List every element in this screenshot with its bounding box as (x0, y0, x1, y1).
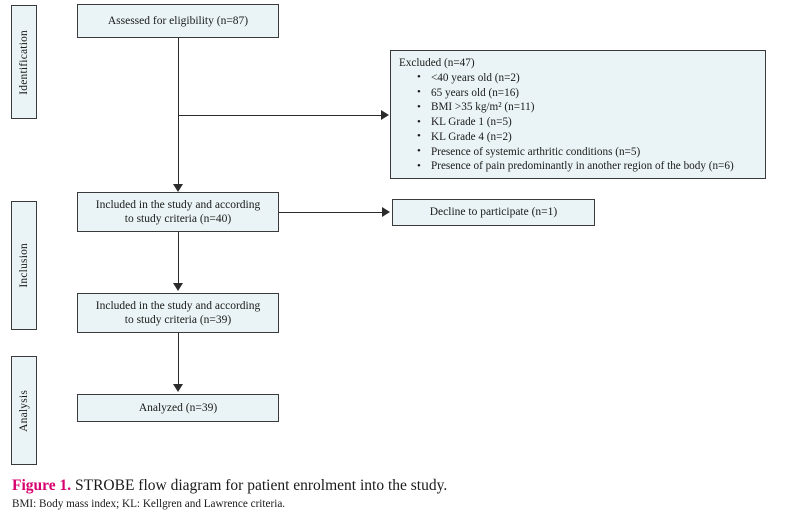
flow-box-assessed-label: Assessed for eligibility (n=87) (107, 14, 249, 27)
connector-assessed-to-included40 (177, 38, 180, 186)
connector-included40-to-decline (279, 211, 383, 214)
figure-caption-block: Figure 1. STROBE flow diagram for patien… (12, 477, 772, 511)
excluded-title: Excluded (n=47) (399, 57, 475, 69)
connector-assessed-to-excluded (178, 114, 382, 117)
flow-box-included-n40-line1: Included in the study and according (95, 198, 261, 211)
arrowhead-down-icon (173, 283, 183, 291)
figure-number-label: Figure 1. (12, 477, 72, 494)
flow-box-included-n39-text: Included in the study and according to s… (96, 299, 260, 328)
flow-box-decline-to-participate: Decline to participate (n=1) (392, 199, 595, 226)
arrowhead-right-icon (382, 207, 390, 217)
connector-included39-to-analyzed (177, 333, 180, 386)
flow-box-analyzed: Analyzed (n=39) (77, 394, 279, 422)
arrowhead-right-icon (381, 110, 389, 120)
figure-caption-main: Figure 1. STROBE flow diagram for patien… (12, 477, 772, 495)
stage-label-identification: Identification (18, 29, 30, 95)
flow-box-included-n40-line2: to study criteria (n=40) (124, 213, 232, 225)
excluded-reason-item: 65 years old (n=16) (417, 85, 759, 101)
connector-included40-to-included39 (177, 232, 180, 285)
excluded-reason-item: KL Grade 1 (n=5) (417, 115, 759, 130)
flow-box-assessed-for-eligibility: Assessed for eligibility (n=87) (77, 4, 279, 38)
flow-box-included-n40: Included in the study and according to s… (77, 192, 279, 232)
excluded-reason-item: BMI >35 kg/m² (n=11) (417, 100, 759, 115)
flow-box-included-n40-text: Included in the study and according to s… (96, 198, 260, 227)
excluded-reason-item: <40 years old (n=2) (417, 70, 759, 86)
flow-box-decline-label: Decline to participate (n=1) (429, 206, 558, 219)
flow-box-included-n39-line2: to study criteria (n=39) (124, 314, 232, 326)
stage-bar-inclusion: Inclusion (11, 201, 37, 330)
arrowhead-down-icon (173, 384, 183, 392)
figure-caption-title: STROBE flow diagram for patient enrolmen… (71, 477, 448, 494)
flow-box-excluded: Excluded (n=47) <40 years old (n=2) 65 y… (390, 50, 766, 179)
excluded-reason-item: Presence of pain predominantly in anothe… (417, 159, 759, 174)
excluded-reason-item: Presence of systemic arthritic condition… (417, 144, 759, 160)
flow-box-analyzed-label: Analyzed (n=39) (138, 401, 218, 414)
stage-label-analysis: Analysis (18, 389, 30, 432)
excluded-reason-item: KL Grade 4 (n=2) (417, 129, 759, 145)
excluded-reason-list: <40 years old (n=2) 65 years old (n=16) … (399, 70, 759, 174)
stage-label-inclusion: Inclusion (18, 243, 30, 288)
stage-bar-identification: Identification (11, 5, 37, 119)
arrowhead-down-icon (173, 184, 183, 192)
figure-caption-abbreviations: BMI: Body mass index; KL: Kellgren and L… (12, 497, 286, 510)
flow-box-included-n39-line1: Included in the study and according (95, 299, 261, 312)
flow-box-included-n39: Included in the study and according to s… (77, 293, 279, 333)
stage-bar-analysis: Analysis (11, 356, 37, 465)
